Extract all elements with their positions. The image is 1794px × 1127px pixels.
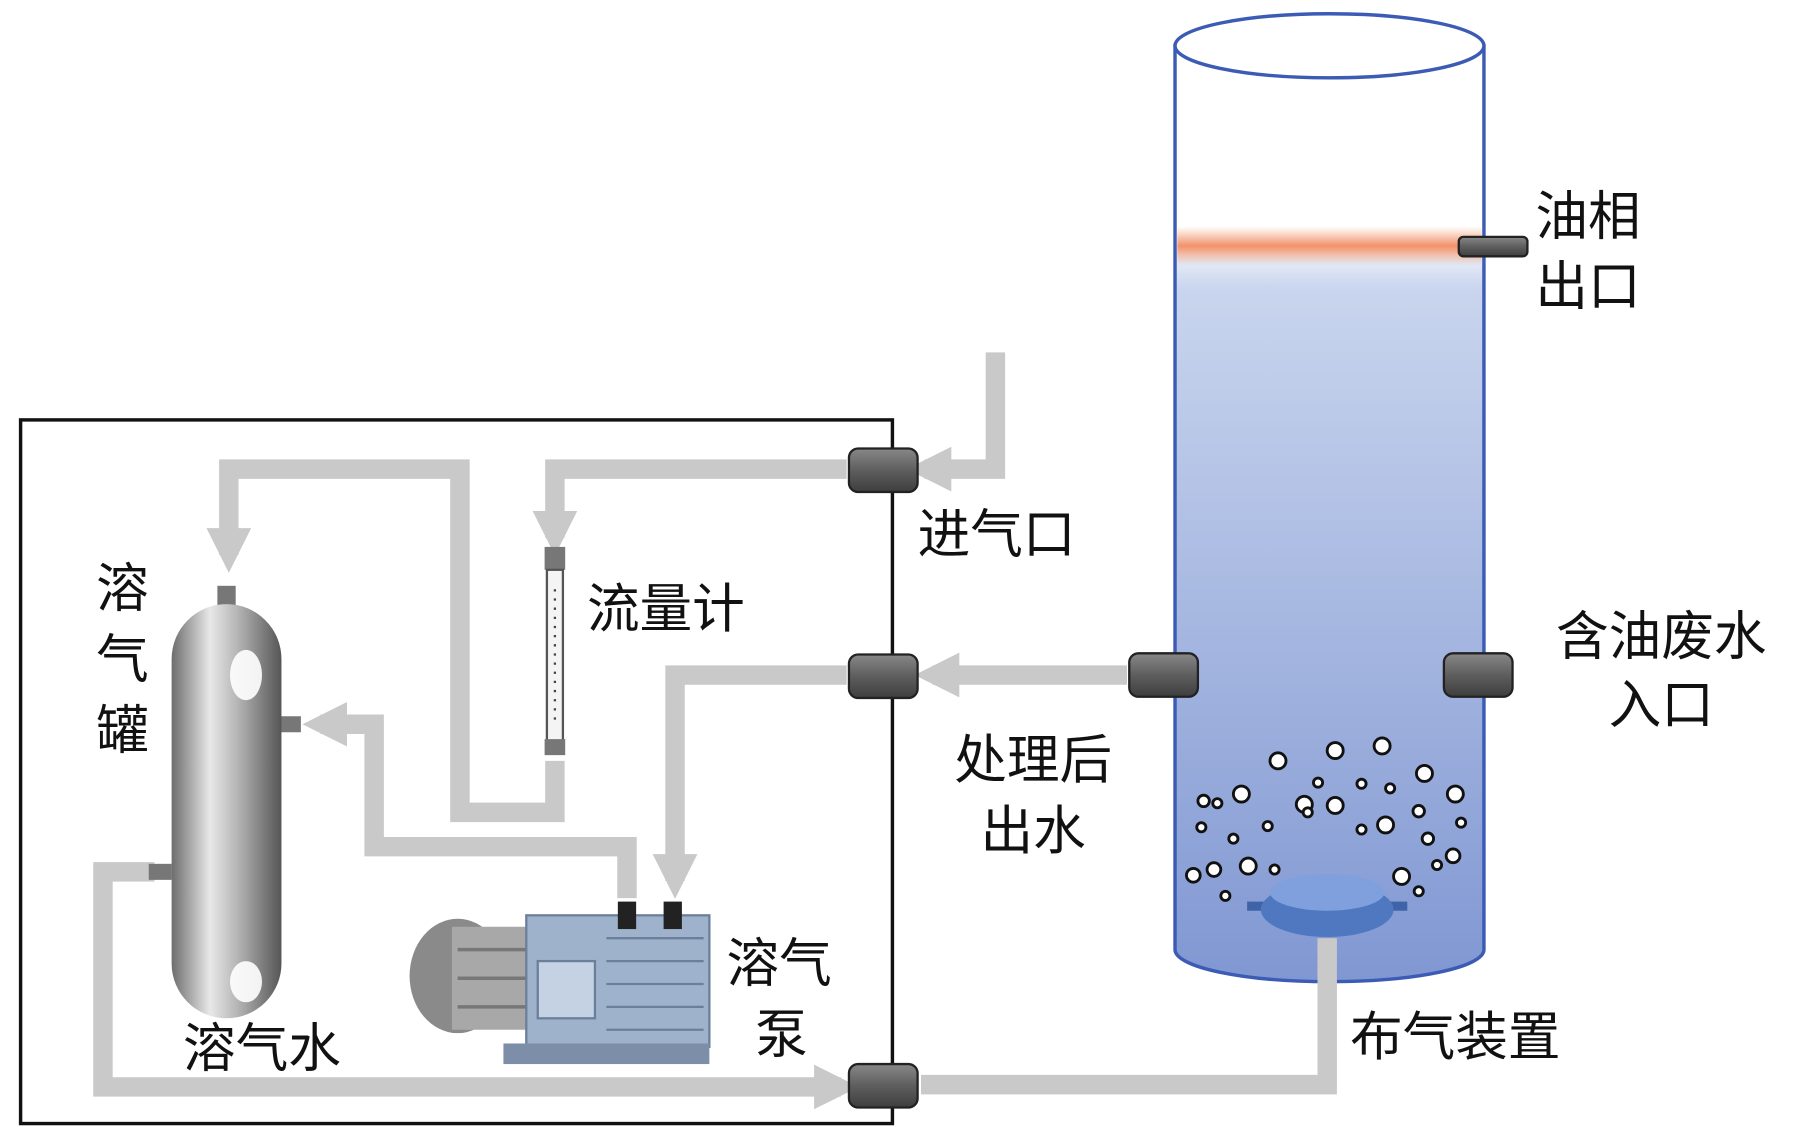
air-bubble — [1261, 820, 1274, 833]
air-bubble — [1195, 821, 1208, 834]
air-inlet-connector — [847, 447, 919, 494]
air-bubble — [1355, 823, 1368, 836]
oil-layer — [1177, 226, 1482, 266]
column-outlet-connector — [1128, 652, 1200, 698]
air-to-flowmeter-pipe — [532, 459, 847, 556]
air-bubble — [1312, 776, 1325, 789]
air-distributor-icon — [1247, 874, 1408, 938]
air-bubble — [1205, 861, 1223, 878]
wastewater-inlet-connector — [1442, 652, 1514, 698]
air-bubble — [1196, 793, 1211, 809]
air-bubble — [1420, 831, 1436, 846]
label-flowmeter: 流量计 — [587, 579, 745, 640]
equipment-enclosure — [18, 418, 895, 1126]
label-air-distributor: 布气装置 — [1350, 1007, 1561, 1068]
label-air-inlet: 进气口 — [918, 505, 1076, 566]
air-bubble — [1384, 782, 1397, 795]
air-bubble — [1455, 816, 1468, 829]
flowmeter-to-tank-pipe — [206, 459, 565, 823]
label-oily-wastewater-inlet: 含油废水入口 — [1556, 606, 1767, 736]
air-bubble — [1415, 764, 1434, 783]
air-bubble — [1376, 815, 1395, 835]
label-dissolved-air-pump: 溶气泵 — [727, 934, 832, 1066]
label-dissolved-air-tank: 溶气罐 — [96, 558, 149, 761]
dissolved-water-pipe — [93, 862, 859, 1110]
air-bubble — [1219, 889, 1232, 902]
treated-water-connector — [847, 653, 919, 700]
air-inlet-pipe — [906, 352, 1006, 492]
water-to-pump-pipe — [652, 665, 847, 899]
air-bubble — [1392, 866, 1412, 886]
air-bubble — [1445, 784, 1465, 804]
distributor-feed-pipe — [921, 938, 1337, 1095]
air-bubble — [1301, 806, 1314, 819]
air-bubble — [1412, 885, 1425, 898]
air-bubble — [1227, 832, 1240, 845]
air-bubble — [1431, 858, 1444, 871]
air-bubbles — [1185, 736, 1468, 902]
flowmeter-icon — [544, 546, 566, 756]
air-bubble — [1444, 847, 1462, 865]
air-bubble — [1325, 741, 1345, 761]
air-bubble — [1325, 796, 1345, 815]
air-bubble — [1268, 751, 1288, 771]
label-oil-outlet: 油相出口 — [1535, 187, 1640, 318]
label-treated-outlet: 处理后出水 — [954, 730, 1112, 862]
dissolved-air-tank-icon — [148, 585, 301, 1019]
dissolved-water-connector — [847, 1062, 919, 1109]
air-bubble — [1185, 866, 1202, 884]
air-bubble — [1268, 863, 1281, 876]
connectors — [847, 235, 1529, 1109]
air-bubble — [1372, 736, 1392, 756]
air-bubble — [1231, 784, 1251, 804]
label-dissolved-air-water: 溶气水 — [183, 1018, 341, 1079]
pump-to-tank-pipe — [302, 701, 637, 899]
air-bubble — [1411, 804, 1426, 819]
dissolved-air-pump-icon — [409, 901, 711, 1065]
air-bubble — [1211, 797, 1224, 810]
flotation-column — [1173, 12, 1486, 984]
oil-outlet-connector — [1457, 235, 1529, 258]
pipes — [93, 352, 1337, 1110]
air-bubble — [1355, 777, 1368, 790]
air-bubble — [1238, 856, 1258, 876]
